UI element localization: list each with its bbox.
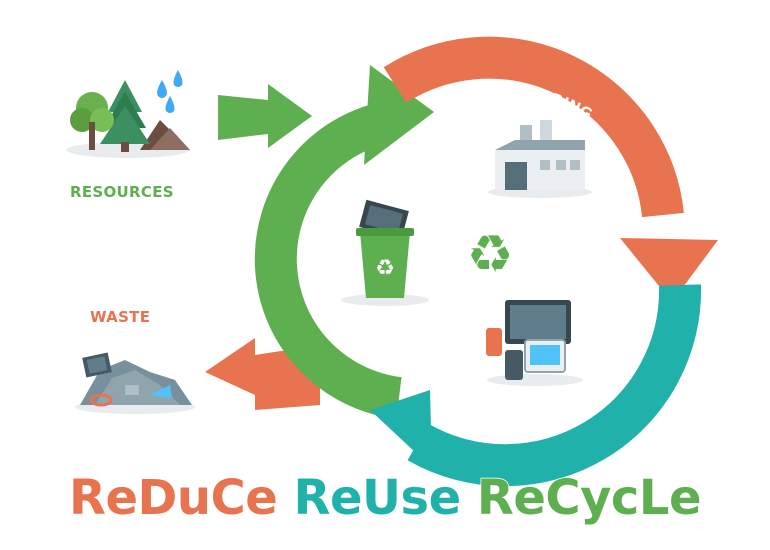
- recycle-icon: ♻: [467, 225, 514, 285]
- recycling-arrowhead: [364, 65, 434, 165]
- input-arrow: [218, 84, 312, 148]
- recycling-arc: [254, 101, 402, 419]
- manufacturing-arrowhead: [620, 238, 718, 302]
- slogan-recycle: ReCycLe: [476, 469, 702, 527]
- svg-text:RECYCLING: RECYCLING: [308, 218, 330, 310]
- recycling-label: RECYCLING: [308, 218, 330, 310]
- recycle-bin-icon: ♻: [341, 199, 429, 306]
- manufacturing-arc: [383, 36, 684, 218]
- devices-icon: [486, 300, 583, 386]
- svg-text:♻: ♻: [375, 256, 395, 281]
- consumption-arc: [407, 284, 702, 487]
- slogan-reduce: ReDuCe: [68, 469, 278, 527]
- waste-illustration: [75, 352, 195, 414]
- slogan: ReDuCe ReUse ReCycLe: [0, 468, 770, 528]
- factory-icon: [488, 120, 592, 198]
- slogan-reuse: ReUse: [293, 469, 462, 527]
- resources-label: RESOURCES: [70, 183, 174, 201]
- resources-illustration: [66, 70, 190, 158]
- consumption-arrowhead: [370, 390, 432, 468]
- waste-label: WASTE: [90, 308, 151, 326]
